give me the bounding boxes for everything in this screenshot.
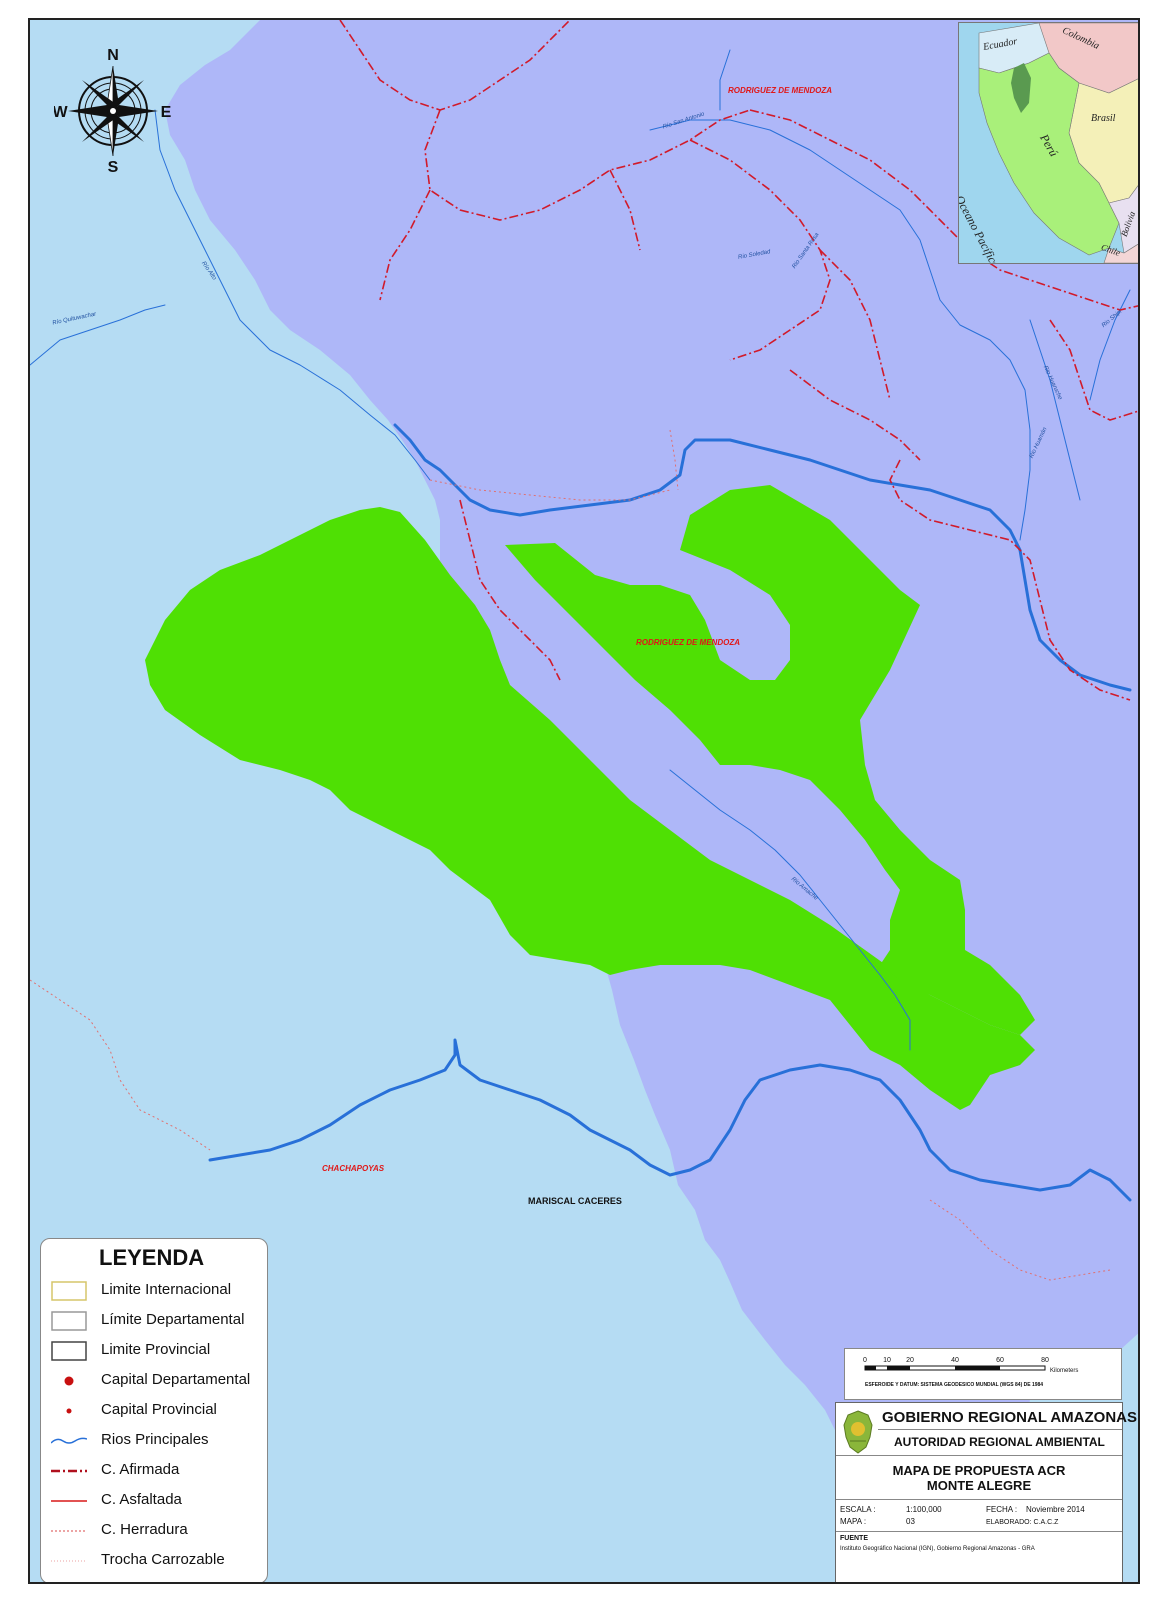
place-label: CHACHAPOYAS bbox=[322, 1164, 385, 1173]
river-line-icon bbox=[51, 1437, 87, 1444]
compass-s: S bbox=[108, 159, 119, 174]
place-label: RODRIGUEZ DE MENDOZA bbox=[636, 638, 740, 647]
escala-value: 1:100,000 bbox=[906, 1505, 942, 1514]
fecha-value: Noviembre 2014 bbox=[1026, 1505, 1085, 1514]
legend-title: LEYENDA bbox=[99, 1245, 205, 1270]
dotted-red-icon bbox=[51, 1530, 87, 1532]
elaborado-text: ELABORADO: C.A.C.Z bbox=[986, 1519, 1059, 1526]
dot-small-icon bbox=[66, 1408, 72, 1414]
legend-item: Capital Provincial bbox=[51, 1397, 266, 1423]
legend-label: C. Herradura bbox=[101, 1521, 188, 1538]
box-gray-icon bbox=[51, 1311, 87, 1331]
legend-item: Limite Internacional bbox=[51, 1277, 266, 1303]
legend-label: Límite Departamental bbox=[101, 1311, 245, 1328]
dash-dot-red-icon bbox=[51, 1469, 87, 1473]
scale-tick: 20 bbox=[906, 1357, 914, 1364]
acr-proposal-area-west bbox=[145, 507, 1035, 1110]
dotted-pink-icon bbox=[51, 1560, 87, 1562]
solid-red-icon bbox=[51, 1500, 87, 1502]
legend-label: Trocha Carrozable bbox=[101, 1551, 225, 1568]
scale-tick: 80 bbox=[1041, 1357, 1049, 1364]
location-inset-map: Ecuador Colombia Brasil Perú Oceano Pací… bbox=[958, 22, 1138, 264]
inset-label: Brasil bbox=[1091, 113, 1116, 124]
title-block: GOBIERNO REGIONAL AMAZONAS AUTORIDAD REG… bbox=[835, 1402, 1137, 1582]
legend-label: Limite Provincial bbox=[101, 1341, 211, 1358]
roads bbox=[339, 20, 1138, 701]
legend-item: C. Asfaltada bbox=[51, 1487, 266, 1513]
place-label: MARISCAL CACERES bbox=[528, 1196, 622, 1206]
legend-item: C. Herradura bbox=[51, 1517, 266, 1543]
rivers bbox=[30, 49, 1132, 1202]
compass-rose-icon: N S W E bbox=[54, 47, 172, 174]
mapa-label: MAPA : bbox=[840, 1517, 867, 1526]
scale-tick: 10 bbox=[883, 1357, 891, 1364]
datum-text: ESFEROIDE Y DATUM: SISTEMA GEODESICO MUN… bbox=[865, 1382, 1043, 1388]
fuente-label: FUENTE bbox=[840, 1535, 868, 1542]
trails bbox=[30, 429, 1111, 1281]
dept-name: AUTORIDAD REGIONAL AMBIENTAL bbox=[894, 1435, 1105, 1449]
scale-bar: 0 10 20 40 60 80 Kilometers ESFEROIDE Y … bbox=[844, 1348, 1122, 1400]
escala-label: ESCALA : bbox=[840, 1505, 876, 1514]
legend-item: C. Afirmada bbox=[51, 1457, 266, 1483]
region-rodriguez-de-mendoza bbox=[165, 20, 1138, 1530]
legend-label: Capital Departamental bbox=[101, 1371, 251, 1388]
legend-label: Capital Provincial bbox=[101, 1401, 217, 1418]
org-name: GOBIERNO REGIONAL AMAZONAS bbox=[882, 1409, 1138, 1426]
box-black-icon bbox=[51, 1341, 87, 1361]
compass-w: W bbox=[54, 104, 68, 121]
legend-label: C. Afirmada bbox=[101, 1461, 180, 1478]
legend-item: Rios Principales bbox=[51, 1427, 266, 1453]
map-frame: RODRIGUEZ DE MENDOZA RODRIGUEZ DE MENDOZ… bbox=[28, 18, 1140, 1584]
legend-label: Limite Internacional bbox=[101, 1281, 232, 1298]
box-yellow-icon bbox=[51, 1281, 87, 1301]
legend-item: Límite Departamental bbox=[51, 1307, 266, 1333]
fuente-text: Instituto Geográfico Nacional (IGN), Gob… bbox=[840, 1546, 1035, 1552]
legend-label: Rios Principales bbox=[101, 1431, 209, 1448]
compass-e: E bbox=[161, 104, 172, 121]
map-canvas bbox=[30, 20, 1138, 1582]
map-title-line-2: MONTE ALEGRE bbox=[926, 1478, 1032, 1493]
scale-tick: 60 bbox=[996, 1357, 1004, 1364]
scale-unit: Kilometers bbox=[1050, 1368, 1078, 1374]
fecha-label: FECHA : bbox=[986, 1505, 1018, 1514]
dot-large-icon bbox=[64, 1376, 74, 1386]
mapa-value: 03 bbox=[906, 1517, 915, 1526]
compass-n: N bbox=[107, 47, 119, 64]
scale-tick: 0 bbox=[863, 1357, 867, 1364]
legend-label: C. Asfaltada bbox=[101, 1491, 182, 1508]
acr-proposal-area-central bbox=[505, 485, 1035, 1035]
place-label: RODRIGUEZ DE MENDOZA bbox=[728, 86, 832, 95]
legend-panel: LEYENDA Limite Internacional Límite Depa… bbox=[40, 1238, 268, 1582]
legend-item: Capital Departamental bbox=[51, 1367, 266, 1393]
legend-item: Trocha Carrozable bbox=[51, 1547, 266, 1573]
legend-item: Limite Provincial bbox=[51, 1337, 266, 1363]
gra-logo-icon bbox=[843, 1410, 873, 1454]
map-title-line-1: MAPA DE PROPUESTA ACR bbox=[892, 1463, 1066, 1478]
scale-tick: 40 bbox=[951, 1357, 959, 1364]
